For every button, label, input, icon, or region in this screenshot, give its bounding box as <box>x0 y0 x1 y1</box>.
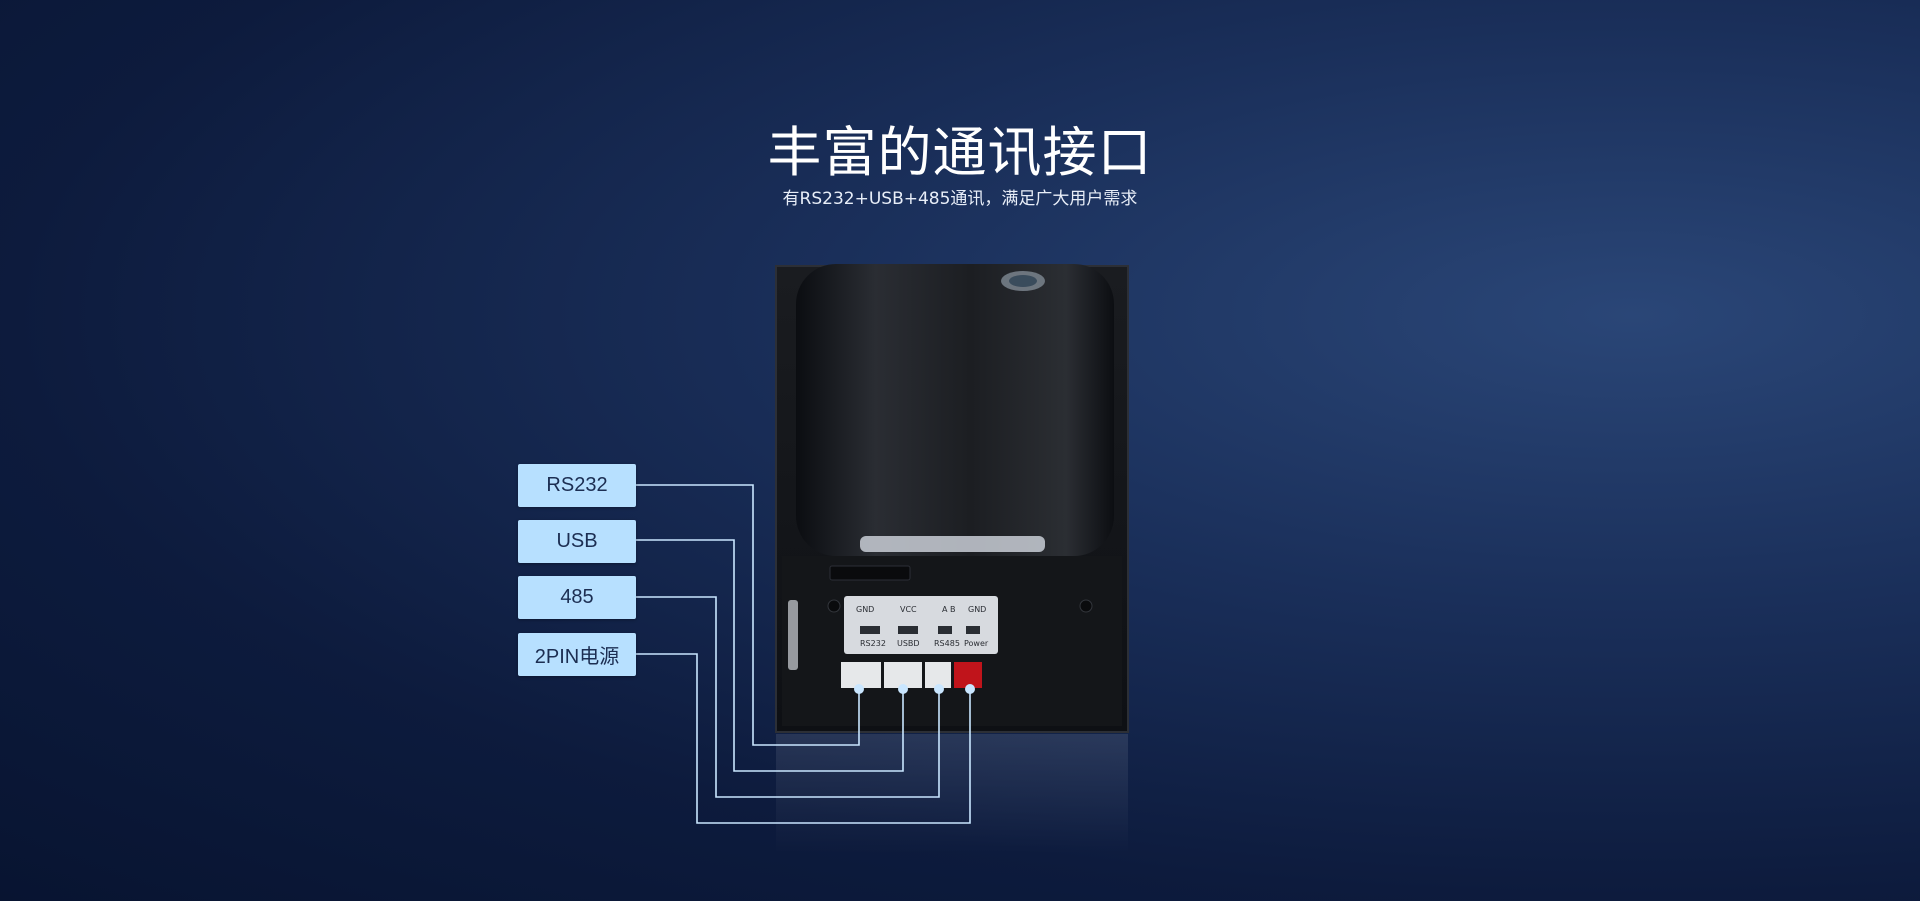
svg-text:GND: GND <box>968 605 986 614</box>
panel-label-power: Power <box>964 639 989 648</box>
power-line <box>636 653 971 824</box>
paper-roll-cover <box>796 264 1114 556</box>
rs232-connector <box>841 662 881 688</box>
usb-label: USB <box>518 520 636 563</box>
rs485-connector <box>925 662 951 688</box>
page-title: 丰富的通讯接口 <box>767 121 1153 184</box>
panel-label-rs232: RS232 <box>860 639 886 648</box>
svg-text:A B: A B <box>942 605 956 614</box>
power-label: 2PIN电源 <box>518 633 636 676</box>
rs232-line <box>636 484 860 746</box>
panel-label-rs485: RS485 <box>934 639 960 648</box>
page-subtitle: 有RS232+USB+485通讯，满足广大用户需求 <box>782 189 1138 209</box>
rs485-label: 485 <box>518 576 636 619</box>
svg-text:GND: GND <box>856 605 874 614</box>
rs232-label: RS232 <box>518 464 636 507</box>
usb-connector <box>884 662 922 688</box>
usb-line <box>636 539 904 772</box>
panel-label-usbd: USBD <box>897 639 920 648</box>
port-panel <box>844 596 998 654</box>
power-connector <box>954 662 982 688</box>
svg-text:VCC: VCC <box>900 605 917 614</box>
rs485-line <box>636 596 940 798</box>
